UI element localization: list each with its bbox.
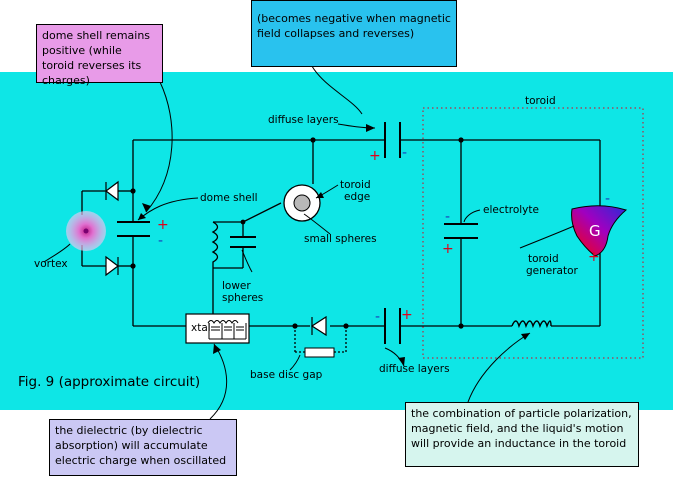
generator-g-label: G <box>589 222 601 240</box>
diagram-panel <box>0 72 673 410</box>
base-disc-gap-element <box>304 347 335 358</box>
label-diffuse-layers-bottom: diffuse layers <box>379 363 450 375</box>
dome-shell-callout-text: dome shell remains positive (while toroi… <box>42 29 151 87</box>
capacitors <box>117 122 478 344</box>
plus-sign: + <box>442 241 454 257</box>
minus-sign: - <box>158 233 163 249</box>
dielectric-callout: the dielectric (by dielectric absorption… <box>49 419 237 476</box>
plus-sign: + <box>401 307 413 323</box>
toroid-generator-symbol <box>571 205 628 257</box>
minus-sign: - <box>375 309 380 325</box>
lower-spheres-coil <box>211 221 219 268</box>
inductance-callout: the combination of particle polarization… <box>405 402 639 467</box>
negative-callout: (becomes negative when magnetic field co… <box>251 0 457 67</box>
figure-caption: Fig. 9 (approximate circuit) <box>18 374 200 390</box>
label-toroid-generator: generator <box>526 265 579 277</box>
dielectric-callout-text: the dielectric (by dielectric absorption… <box>55 424 227 467</box>
label-xtal: xtal <box>191 322 211 334</box>
xtal-crystal <box>185 313 250 344</box>
minus-sign: - <box>402 145 407 161</box>
minus-sign: - <box>445 209 450 225</box>
dome-shell-callout: dome shell remains positive (while toroi… <box>36 24 163 87</box>
vortex <box>66 211 106 251</box>
diodes <box>105 180 327 337</box>
label-toroid: toroid <box>525 95 556 107</box>
toroid-region <box>422 107 644 359</box>
toroid-edge-sphere <box>283 184 321 222</box>
label-diffuse-layers-top: diffuse layers <box>268 114 339 126</box>
label-toroid-generator: toroid <box>528 253 559 265</box>
plus-sign: + <box>157 217 169 233</box>
inductance-callout-text: the combination of particle polarization… <box>411 407 632 450</box>
label-vortex: vortex <box>34 258 68 270</box>
label-electrolyte: electrolyte <box>483 204 539 216</box>
label-toroid-edge: toroid <box>340 179 371 191</box>
negative-callout-text: (becomes negative when magnetic field co… <box>257 12 451 40</box>
label-base-disc-gap: base disc gap <box>250 369 323 381</box>
minus-sign: - <box>605 191 610 207</box>
label-lower-spheres: spheres <box>222 292 263 304</box>
junction-dots <box>130 137 464 329</box>
plus-sign: + <box>588 249 600 265</box>
plus-sign: + <box>369 148 381 164</box>
label-toroid-edge: edge <box>344 191 370 203</box>
callout-arrowheads <box>138 124 530 366</box>
label-small-spheres: small spheres <box>304 233 377 245</box>
label-dome-shell: dome shell <box>200 192 258 204</box>
toroid-inductor <box>511 320 552 329</box>
label-lower-spheres: lower <box>222 280 251 292</box>
